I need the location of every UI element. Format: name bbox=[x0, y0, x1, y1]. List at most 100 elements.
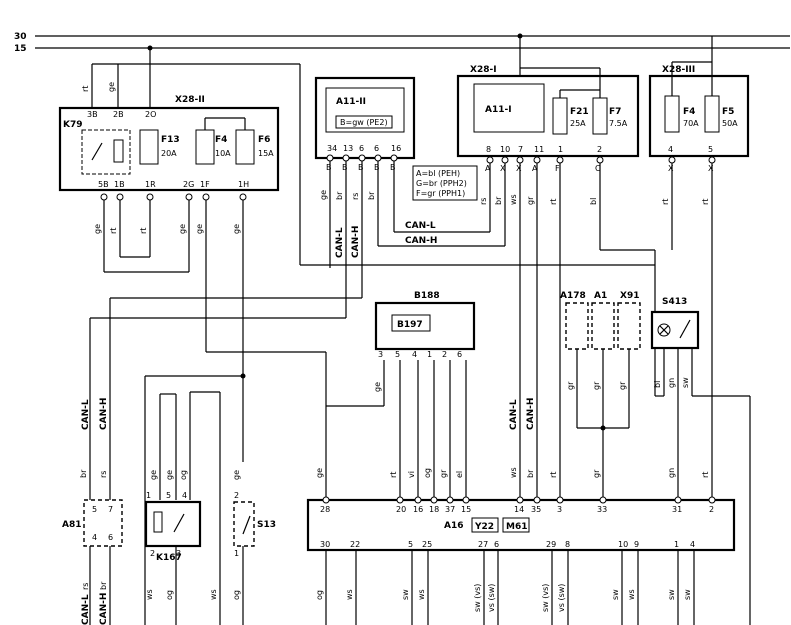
a11-2-pin-6a: 6 bbox=[359, 144, 364, 153]
k167-pin-5: 5 bbox=[166, 491, 171, 500]
a16-bottom-pin-5: 5 bbox=[408, 540, 413, 549]
can-l-label-run: CAN-L bbox=[405, 221, 436, 231]
can-l-label-left: CAN-L bbox=[81, 399, 91, 430]
a16-top-pin-18: 18 bbox=[429, 505, 439, 514]
x28-1-conn-c: C bbox=[595, 164, 601, 173]
b188-pin-4: 4 bbox=[412, 350, 417, 359]
k167-pin-2: 2 bbox=[150, 549, 155, 558]
a16-bottom-pin-8: 8 bbox=[565, 540, 570, 549]
a178-label: A178 bbox=[560, 291, 586, 301]
wire-label-sw-a16-10: sw bbox=[611, 589, 620, 600]
wire-label-gr-a11-1: gr bbox=[526, 196, 535, 205]
wire-label-rt: rt bbox=[81, 86, 90, 92]
wire-label-ws-a16-25: ws bbox=[417, 589, 426, 600]
a11-2-code: B=gw (PE2) bbox=[340, 118, 388, 127]
wire-label-rs-a11-1: rs bbox=[479, 198, 488, 205]
wire-label-rt-b188: rt bbox=[389, 472, 398, 478]
m61-box bbox=[502, 517, 530, 533]
fuse-f21-rating: 25A bbox=[570, 119, 586, 128]
a16-top-pin-35: 35 bbox=[531, 505, 541, 514]
rail-15-label: 15 bbox=[14, 44, 27, 54]
wire-label-gn-a16: gn bbox=[667, 468, 676, 478]
s13-pin-2: 2 bbox=[234, 491, 239, 500]
fuse-f13-rating: 20A bbox=[161, 149, 177, 158]
a11-2-pin-6b: 6 bbox=[374, 144, 379, 153]
wire-label-ws-k167: ws bbox=[145, 589, 154, 600]
wire-label-gr-a178: gr bbox=[566, 381, 575, 390]
a11-1-pin-2: 2 bbox=[597, 145, 602, 154]
x28-3-conn-x1: X bbox=[668, 164, 674, 173]
b188-pin-3: 3 bbox=[378, 350, 383, 359]
a16-bottom-pin-4: 4 bbox=[690, 540, 695, 549]
wire-label-sw-s413: sw bbox=[681, 377, 690, 388]
s413-lamp-x2 bbox=[659, 325, 669, 335]
fuse-f21 bbox=[552, 97, 568, 135]
wire-label-gr-b188: gr bbox=[439, 469, 448, 478]
a11-2-label: A11-II bbox=[336, 97, 366, 107]
wire-label-ge-1h: ge bbox=[232, 224, 241, 234]
fuse-f7-rating: 7.5A bbox=[609, 119, 628, 128]
wire-label-gr-x91: gr bbox=[618, 381, 627, 390]
a11-2-conn-b4: B bbox=[374, 163, 380, 172]
s13-pin-1: 1 bbox=[234, 549, 239, 558]
wire-label-ws-a16-22: ws bbox=[345, 589, 354, 600]
wire-label-br2-a11: br bbox=[367, 191, 376, 200]
wire-label-rt-1r: rt bbox=[139, 228, 148, 234]
fuse-f4-large-rating: 70A bbox=[683, 119, 699, 128]
pin-1r: 1R bbox=[145, 180, 156, 189]
k167-coil bbox=[153, 511, 163, 533]
a11-1-pin-1: 1 bbox=[558, 145, 563, 154]
wire-label-ge-k167-2: ge bbox=[165, 470, 174, 480]
wire-label-og-a16-30: og bbox=[315, 590, 324, 600]
x28-1-conn-a: A bbox=[485, 164, 491, 173]
wire-label-rt-1b: rt bbox=[109, 228, 118, 234]
can-l-label-a16: CAN-L bbox=[509, 399, 519, 430]
a81-pin-5: 5 bbox=[92, 505, 97, 514]
can-l-label-bottom: CAN-L bbox=[81, 594, 91, 625]
y22-label: Y22 bbox=[474, 522, 494, 532]
wire-label-bl-a11-1: bl bbox=[589, 198, 598, 205]
wire-label-sw-a16-5: sw bbox=[401, 589, 410, 600]
b197-label: B197 bbox=[397, 320, 423, 330]
can-h-label-bottom: CAN-H bbox=[99, 593, 109, 625]
a11-1-pin-10: 10 bbox=[500, 145, 510, 154]
a11-2-pin-13: 13 bbox=[343, 144, 353, 153]
wire-label-ge-1f: ge bbox=[195, 224, 204, 234]
can-h-label-a16: CAN-H bbox=[526, 398, 536, 430]
fuse-f4-rating: 10A bbox=[215, 149, 231, 158]
x28-1-conn-x: X bbox=[500, 164, 506, 173]
a11-1-pin-7: 7 bbox=[518, 145, 523, 154]
pin-1b: 1B bbox=[114, 180, 125, 189]
x28-1-terminals bbox=[486, 156, 604, 164]
b188-pin-1: 1 bbox=[427, 350, 432, 359]
legend-a: A=bl (PEH) bbox=[416, 169, 460, 178]
a81-box bbox=[83, 499, 123, 547]
m61-label: M61 bbox=[506, 522, 527, 532]
fuse-f5-name: F5 bbox=[722, 107, 734, 117]
wire-label-gn-s413: gn bbox=[667, 378, 676, 388]
a16-bottom-pin-10: 10 bbox=[618, 540, 628, 549]
a81-label: A81 bbox=[62, 520, 82, 530]
k79-coil bbox=[113, 139, 124, 163]
a16-top-pin-31: 31 bbox=[672, 505, 682, 514]
x28-2-label: X28-II bbox=[175, 95, 205, 105]
wire-label-gr-a16: gr bbox=[592, 469, 601, 478]
wire-label-br-a11: br bbox=[335, 191, 344, 200]
a16-bottom-pin-29: 29 bbox=[546, 540, 556, 549]
a16-top-pin-3: 3 bbox=[557, 505, 562, 514]
a11-2-conn-b1: B bbox=[326, 163, 332, 172]
a11-2-conn-b3: B bbox=[358, 163, 364, 172]
s413-label: S413 bbox=[662, 297, 687, 307]
pin-1f: 1F bbox=[200, 180, 210, 189]
wire-label-vi-b188: vi bbox=[407, 471, 416, 478]
pin-5b: 5B bbox=[98, 180, 109, 189]
wire-label-rt-a16: rt bbox=[701, 472, 710, 478]
x91-box bbox=[617, 302, 641, 350]
a11-2-conn-b2: B bbox=[342, 163, 348, 172]
wire-label-ws-a11-1: ws bbox=[509, 194, 518, 205]
wire-label-ge-s13: ge bbox=[232, 470, 241, 480]
s413-switch bbox=[679, 319, 691, 339]
can-h-label-run: CAN-H bbox=[405, 236, 437, 246]
wire-label-gr-a1: gr bbox=[592, 381, 601, 390]
wire-label-ge-b188: ge bbox=[373, 382, 382, 392]
